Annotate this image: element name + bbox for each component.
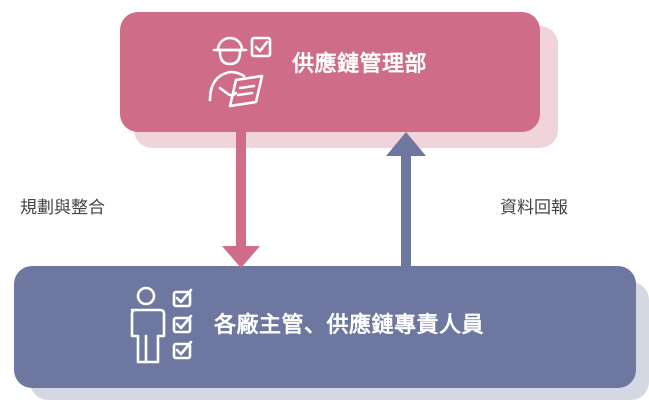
supply-chain-dept-box <box>120 12 540 132</box>
up-arrow-label: 資料回報 <box>500 198 568 218</box>
plant-managers-box <box>14 266 636 388</box>
down-arrow-label: 規劃與整合 <box>20 198 105 218</box>
up-arrow <box>386 132 426 266</box>
person-checklist-icon <box>130 286 193 364</box>
plant-managers-label: 各廠主管、供應鏈專責人員 <box>214 313 485 338</box>
supply-chain-dept-label: 供應鏈管理部 <box>292 52 428 77</box>
worker-clipboard-icon <box>208 36 272 108</box>
down-arrow <box>222 132 260 268</box>
